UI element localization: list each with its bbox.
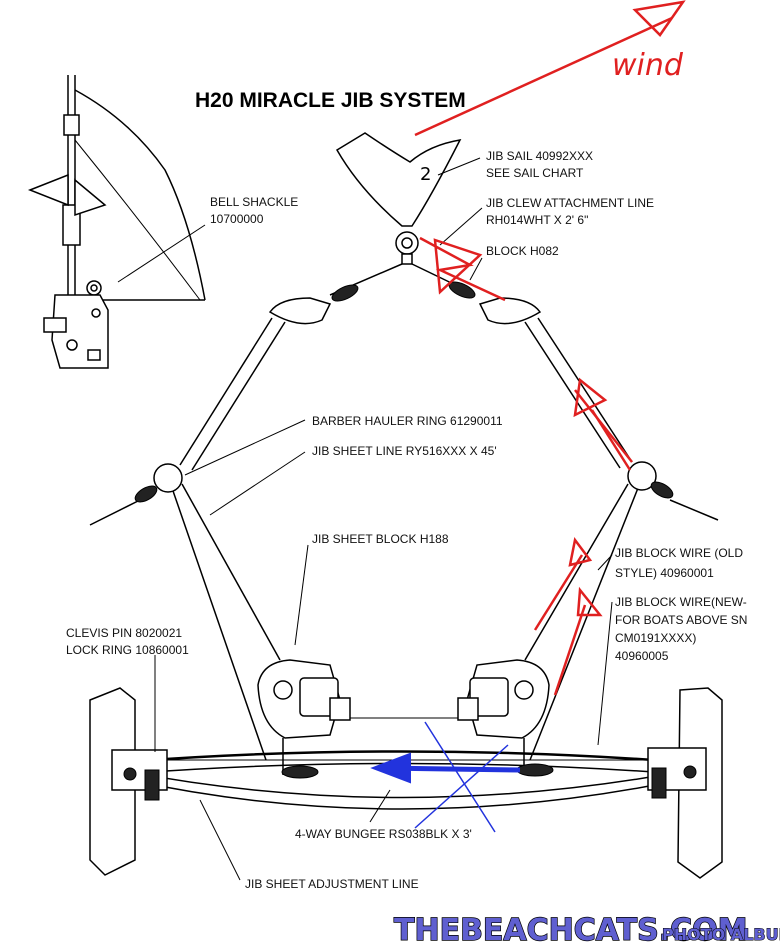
label-block-wire-old: JIB BLOCK WIRE (OLD — [615, 546, 743, 560]
diagram-title: H20 MIRACLE JIB SYSTEM — [195, 89, 466, 112]
watermark-main-text: THEBEACHCATS.COM — [394, 913, 748, 947]
leader-lines — [117, 157, 613, 881]
label-block-wire-old-part: STYLE) 40960001 — [615, 566, 714, 580]
label-block-wire-new-part: 40960005 — [615, 649, 669, 663]
label-jib-sail: JIB SAIL 40992XXX — [486, 149, 593, 163]
label-block-wire-new-boats: FOR BOATS ABOVE SN — [615, 613, 747, 627]
label-clew-line: JIB CLEW ATTACHMENT LINE — [486, 196, 654, 210]
label-clew-line-part: RH014WHT X 2' 6" — [486, 213, 588, 227]
label-block: BLOCK H082 — [486, 244, 559, 258]
barber-hauler-rings — [134, 281, 674, 503]
jib-sail-drawing: 2 — [335, 132, 462, 265]
jib-sheet-lines — [89, 263, 719, 761]
label-block-wire-new: JIB BLOCK WIRE(NEW- — [615, 595, 747, 609]
red-markup — [414, 0, 686, 696]
label-see-sail-chart: SEE SAIL CHART — [486, 166, 584, 180]
label-bell-shackle: BELL SHACKLE — [210, 195, 298, 209]
sail-number: 2 — [420, 164, 431, 185]
wind-annotation: wind — [612, 48, 684, 83]
label-jib-sheet-line: JIB SHEET LINE RY516XXX X 45' — [312, 444, 497, 458]
jib-sheet-blocks — [257, 659, 550, 775]
label-block-wire-new-sn: CM0191XXXX) — [615, 631, 696, 645]
watermark-sub-text: PHOTO ALBUMS — [662, 925, 780, 944]
label-barber-hauler-ring: BARBER HAULER RING 61290011 — [312, 414, 503, 428]
label-clevis-pin: CLEVIS PIN 8020021 — [66, 626, 182, 640]
label-jib-sheet-block: JIB SHEET BLOCK H188 — [312, 532, 449, 546]
label-bungee: 4-WAY BUNGEE RS038BLK X 3' — [295, 827, 472, 841]
blue-markup — [370, 721, 521, 833]
label-bell-shackle-part: 10700000 — [210, 212, 264, 226]
label-lock-ring: LOCK RING 10860001 — [66, 643, 189, 657]
watermark-logo: THEBEACHCATS.COM PHOTO ALBUMS — [393, 912, 780, 947]
mast-detail-drawing — [27, 75, 206, 369]
part-labels: JIB SAIL 40992XXX SEE SAIL CHART JIB CLE… — [66, 149, 747, 891]
crossbar-assembly — [89, 687, 723, 879]
label-adjustment-line: JIB SHEET ADJUSTMENT LINE — [245, 877, 419, 891]
